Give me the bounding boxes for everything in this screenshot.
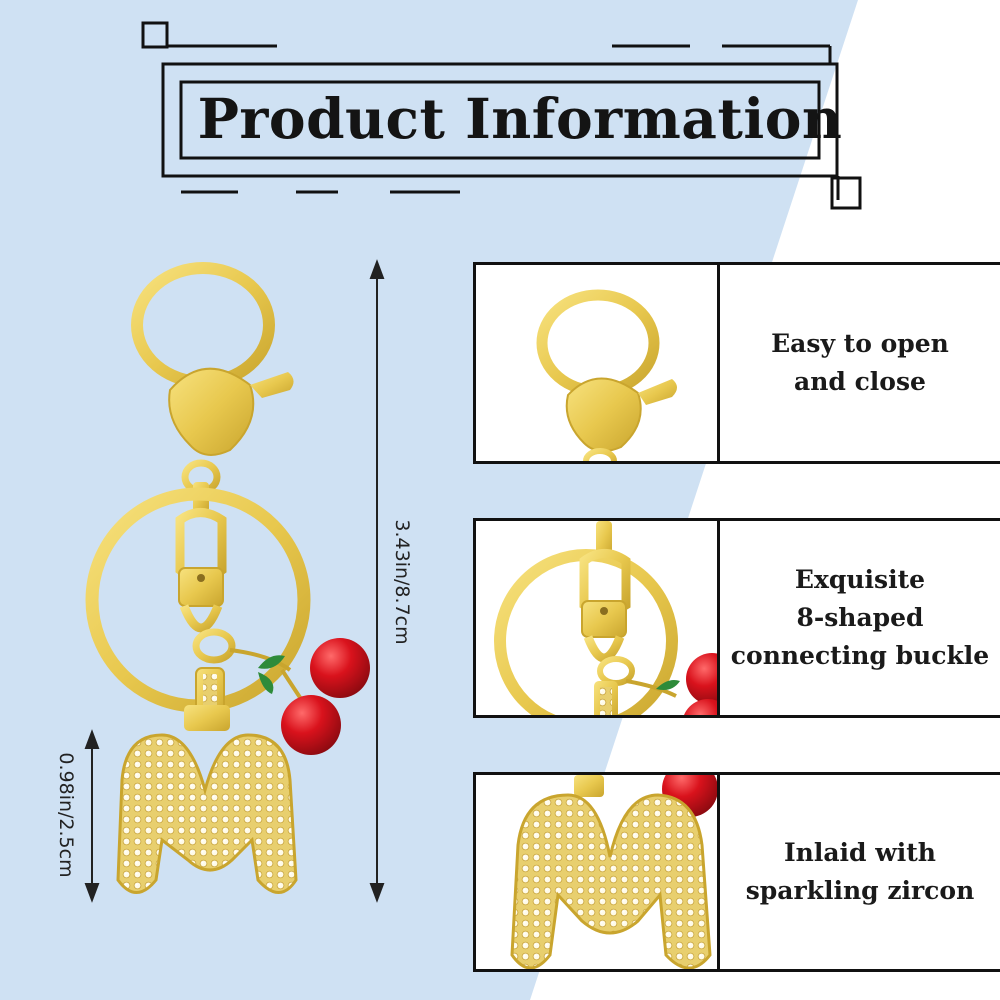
feature-text-buckle: Exquisite 8-shaped connecting buckle: [730, 565, 990, 670]
clasp-closeup-image: [476, 265, 720, 461]
zircon-closeup-image: [476, 775, 720, 969]
page-title: Product Information: [197, 85, 843, 151]
buckle-closeup-image: [476, 521, 720, 715]
dimension-overall: 3.43in/8.7cm: [391, 519, 413, 645]
feature-text-zircon: Inlaid with sparkling zircon: [745, 838, 975, 905]
dimension-letter: 0.98in/2.5cm: [55, 752, 77, 878]
feature-text-clasp: Easy to open and close: [771, 329, 949, 396]
feature-panel-buckle: Exquisite 8-shaped connecting buckle: [473, 518, 1000, 718]
feature-panel-clasp: Easy to open and close: [473, 262, 1000, 464]
feature-panel-zircon: Inlaid with sparkling zircon: [473, 772, 1000, 972]
